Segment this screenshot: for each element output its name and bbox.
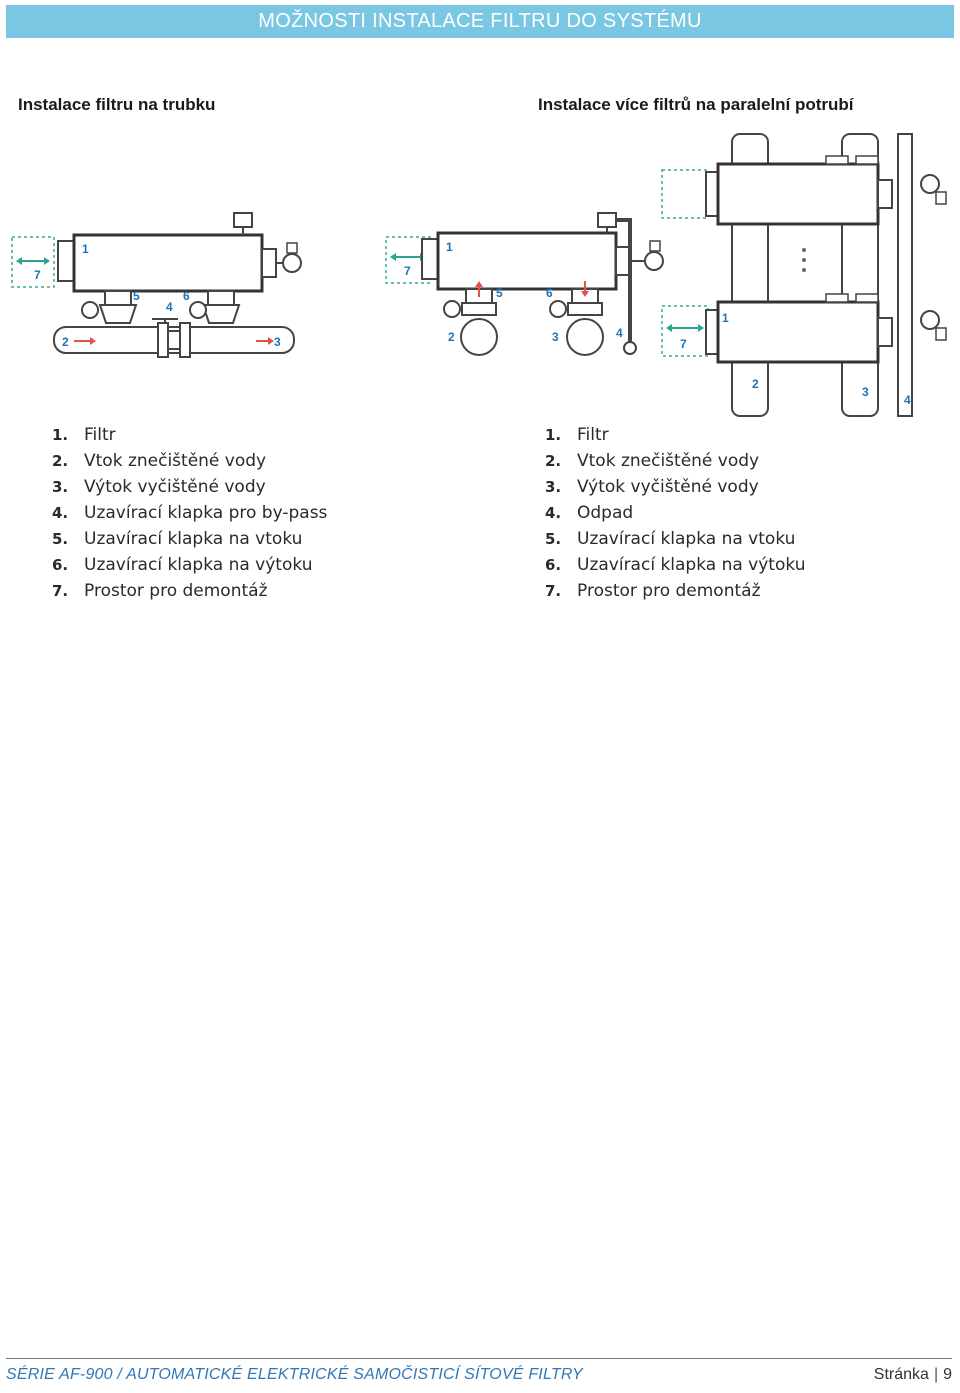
callout-inlet: 2	[448, 330, 455, 344]
left-legend: 1.Filtr 2.Vtok znečištěné vody 3.Výtok v…	[52, 424, 327, 606]
filter-body	[72, 233, 264, 293]
callout-filter: 1	[82, 242, 89, 256]
header-bar: MOŽNOSTI INSTALACE FILTRU DO SYSTÉMU	[6, 5, 954, 38]
legend-item: 7.Prostor pro demontáž	[545, 581, 761, 601]
outlet-valve-wheel-icon	[189, 301, 207, 319]
page-title: MOŽNOSTI INSTALACE FILTRU DO SYSTÉMU	[258, 10, 702, 32]
upper-filter-body	[716, 162, 880, 226]
lower-gauge-icon	[920, 310, 940, 330]
callout-valve-in: 5	[496, 286, 503, 300]
motor-housing	[261, 248, 277, 278]
pressure-gauge-icon	[282, 253, 302, 273]
callout-outlet: 3	[274, 335, 281, 349]
parallel-filters-diagram: 1 2 3 4 7	[661, 133, 947, 417]
callout-inlet: 2	[62, 335, 69, 349]
drain-main-pipe	[897, 133, 913, 417]
legend-item: 4.Odpad	[545, 503, 634, 523]
legend-item: 6.Uzavírací klapka na výtoku	[545, 555, 806, 575]
callout-drain-parallel: 4	[904, 393, 911, 407]
legend-item: 4.Uzavírací klapka pro by-pass	[52, 503, 328, 523]
upper-gauge-icon	[920, 174, 940, 194]
callout-valve-out: 6	[546, 286, 553, 300]
legend-item: 1.Filtr	[545, 425, 609, 445]
callout-space-parallel: 7	[680, 337, 687, 351]
page-label: Stránka	[873, 1366, 929, 1383]
legend-item: 5.Uzavírací klapka na vtoku	[52, 529, 303, 549]
footer-page-info: Stránka|9	[873, 1366, 952, 1383]
inlet-valve-wheel-icon	[443, 300, 461, 318]
footer-series-title: SÉRIE AF-900 / AUTOMATICKÉ ELEKTRICKÉ SA…	[6, 1366, 583, 1383]
legend-item: 2.Vtok znečištěné vody	[545, 451, 760, 471]
outlet-pipe-section	[566, 318, 604, 356]
callout-drain: 4	[616, 326, 623, 340]
callout-filter-parallel: 1	[722, 311, 729, 325]
callout-valve-out: 6	[183, 289, 190, 303]
filter-with-drain-diagram: 1 2 3 4 5 6 7	[385, 212, 664, 356]
callout-valve-in: 5	[133, 289, 140, 303]
outlet-valve-wheel-icon	[549, 300, 567, 318]
single-filter-diagram: 1 2 3 4 5 6 7	[11, 212, 302, 358]
callout-bypass: 4	[166, 300, 173, 314]
inlet-valve-wheel-icon	[81, 301, 99, 319]
callout-inlet-parallel: 2	[752, 377, 759, 391]
inlet-pipe-section	[460, 318, 498, 356]
page-number: 9	[943, 1366, 952, 1383]
bypass-valve	[157, 322, 169, 358]
callout-outlet-parallel: 3	[862, 385, 869, 399]
left-section-title: Instalace filtru na trubku	[18, 95, 216, 114]
removal-space-box	[11, 236, 55, 288]
legend-item: 1.Filtr	[52, 425, 116, 445]
callout-filter: 1	[446, 240, 453, 254]
right-section-title: Instalace více filtrů na paralelní potru…	[538, 95, 854, 114]
callout-space: 7	[34, 268, 41, 282]
footer-divider	[6, 1358, 952, 1359]
lower-filter-body	[716, 300, 880, 364]
legend-item: 5.Uzavírací klapka na vtoku	[545, 529, 796, 549]
filter-body	[436, 231, 618, 291]
callout-outlet: 3	[552, 330, 559, 344]
legend-item: 7.Prostor pro demontáž	[52, 581, 268, 601]
right-legend: 1.Filtr 2.Vtok znečištěné vody 3.Výtok v…	[545, 424, 805, 606]
legend-item: 6.Uzavírací klapka na výtoku	[52, 555, 313, 575]
drain-pipe	[616, 218, 632, 345]
callout-space: 7	[404, 264, 411, 278]
legend-item: 3.Výtok vyčištěné vody	[52, 477, 266, 497]
legend-item: 2.Vtok znečištěné vody	[52, 451, 267, 471]
legend-item: 3.Výtok vyčištěné vody	[545, 477, 759, 497]
